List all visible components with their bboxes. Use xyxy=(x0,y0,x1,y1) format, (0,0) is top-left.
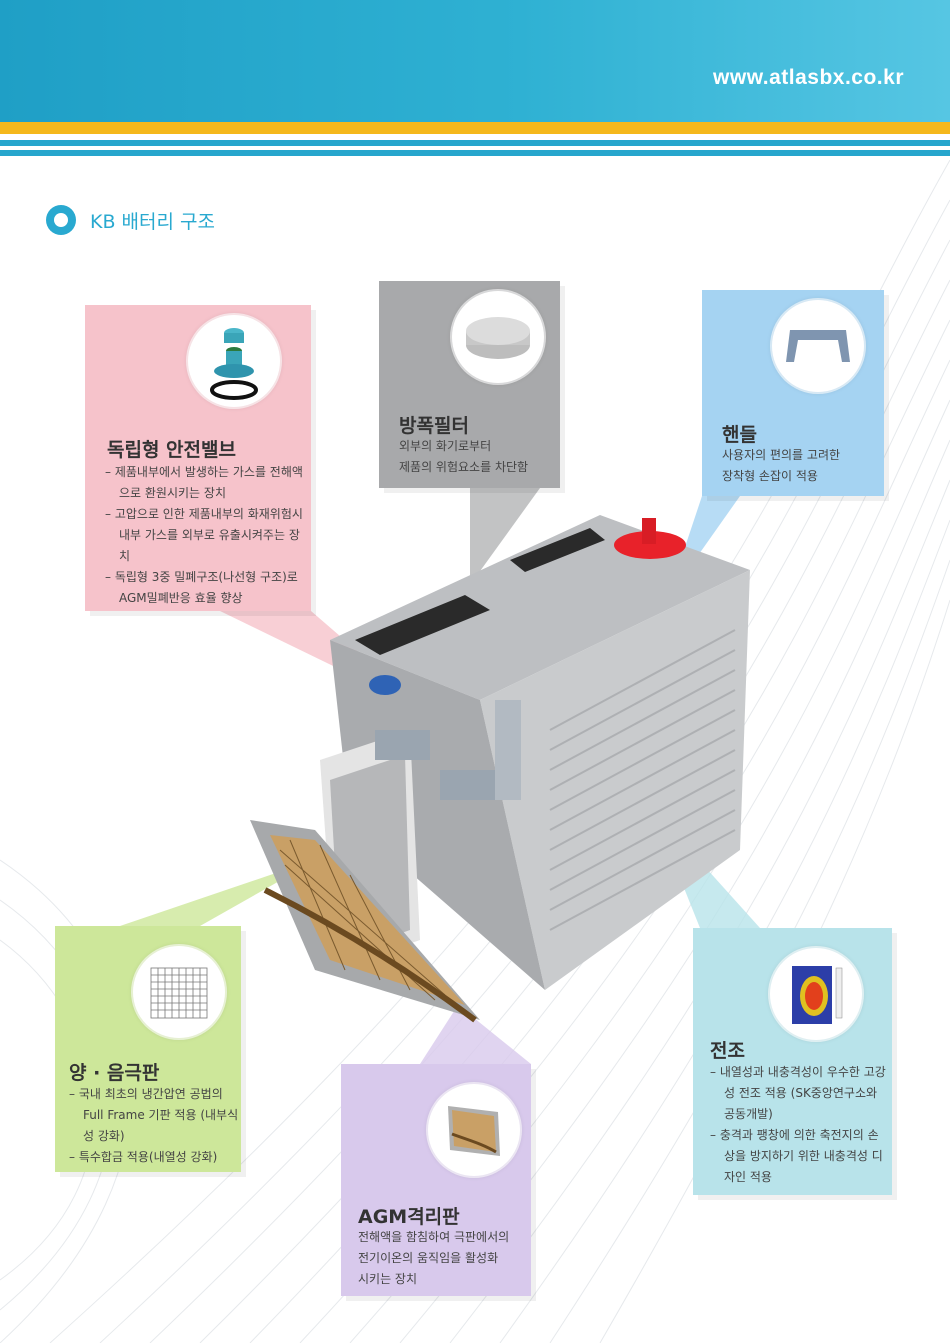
callout-handle: 핸들 사용자의 편의를 고려한 장착형 손잡이 적용 xyxy=(702,290,884,496)
grid-plate-icon xyxy=(133,946,225,1038)
stripe-gap xyxy=(0,146,950,150)
callout-title: 방폭필터 xyxy=(399,415,469,437)
list-item: 내열성과 내충격성이 우수한 고강성 전조 적용 (SK중앙연구소와 공동개발) xyxy=(710,1062,888,1125)
description-line: 사용자의 편의를 고려한 xyxy=(722,448,841,462)
stripe-gap xyxy=(0,134,950,140)
handle-icon xyxy=(772,300,864,392)
stripe-blue xyxy=(0,140,950,146)
list-item: 충격과 팽창에 의한 축전지의 손상을 방지하기 위한 내충격성 디자인 적용 xyxy=(710,1125,888,1188)
filter-disc-icon xyxy=(452,291,544,383)
callout-description: 전해액을 함침하여 극판에서의 전기이온의 움직임을 활성화 시키는 장치 xyxy=(358,1227,528,1290)
callout-description: 외부의 화기로부터 제품의 위험요소를 차단함 xyxy=(399,436,559,478)
battery-cutaway-illustration xyxy=(250,515,750,1023)
description-line: 제품의 위험요소를 차단함 xyxy=(399,460,529,474)
callout-title: AGM격리판 xyxy=(358,1206,460,1228)
callout-list: 국내 최초의 냉간압연 공법의 Full Frame 기판 적용 (내부식성 강… xyxy=(69,1084,239,1168)
section-title: KB 배터리 구조 xyxy=(46,204,215,236)
agm-separator-icon xyxy=(428,1084,520,1176)
description-line: 장착형 손잡이 적용 xyxy=(722,469,818,483)
website-url[interactable]: www.atlasbx.co.kr xyxy=(713,66,904,89)
description-line: 전기이온의 움직임을 활성화 xyxy=(358,1251,499,1265)
list-item: 국내 최초의 냉간압연 공법의 Full Frame 기판 적용 (내부식성 강… xyxy=(69,1084,239,1147)
callout-case: 전조 내열성과 내충격성이 우수한 고강성 전조 적용 (SK중앙연구소와 공동… xyxy=(693,928,892,1195)
callout-title: 독립형 안전밸브 xyxy=(107,439,236,461)
safety-valve-icon xyxy=(188,315,280,407)
callout-title: 전조 xyxy=(710,1040,745,1062)
list-item: 고압으로 인한 제품내부의 화재위험시 내부 가스를 외부로 유출시켜주는 장치 xyxy=(105,504,305,567)
callout-description: 사용자의 편의를 고려한 장착형 손잡이 적용 xyxy=(722,445,882,487)
description-line: 전해액을 함침하여 극판에서의 xyxy=(358,1230,510,1244)
callout-agm-separator: AGM격리판 전해액을 함침하여 극판에서의 전기이온의 움직임을 활성화 시키… xyxy=(341,1064,531,1296)
description-line: 시키는 장치 xyxy=(358,1272,418,1286)
callout-list: 제품내부에서 발생하는 가스를 전해액으로 환원시키는 장치 고압으로 인한 제… xyxy=(105,462,305,609)
bullet-circle-icon xyxy=(46,205,76,235)
callout-electrode-plate: 양 · 음극판 국내 최초의 냉간압연 공법의 Full Frame 기판 적용… xyxy=(55,926,241,1172)
callout-list: 내열성과 내충격성이 우수한 고강성 전조 적용 (SK중앙연구소와 공동개발)… xyxy=(710,1062,888,1188)
list-item: 제품내부에서 발생하는 가스를 전해액으로 환원시키는 장치 xyxy=(105,462,305,504)
callout-title: 양 · 음극판 xyxy=(69,1062,160,1084)
callout-safety-valve: 독립형 안전밸브 제품내부에서 발생하는 가스를 전해액으로 환원시키는 장치 … xyxy=(85,305,311,611)
header-banner: www.atlasbx.co.kr xyxy=(0,0,950,122)
section-title-text: KB 배터리 구조 xyxy=(90,210,215,233)
description-line: 외부의 화기로부터 xyxy=(399,439,492,453)
stripe-yellow xyxy=(0,122,950,134)
case-analysis-icon xyxy=(770,948,862,1040)
stripe-blue xyxy=(0,150,950,156)
list-item: 특수합금 적용(내열성 강화) xyxy=(69,1147,239,1168)
callout-explosion-filter: 방폭필터 외부의 화기로부터 제품의 위험요소를 차단함 xyxy=(379,281,560,488)
callout-title: 핸들 xyxy=(722,424,757,446)
list-item: 독립형 3중 밀폐구조(나선형 구조)로 AGM밀폐반응 효율 향상 xyxy=(105,567,305,609)
